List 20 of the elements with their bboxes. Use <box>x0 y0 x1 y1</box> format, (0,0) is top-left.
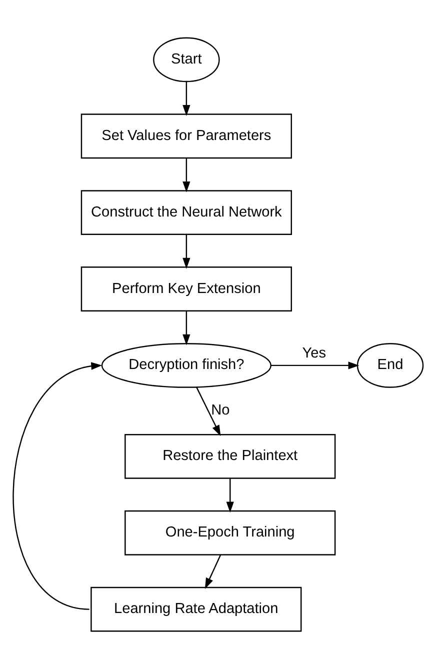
node-ellipse: Start <box>153 37 220 82</box>
arrow <box>204 554 221 589</box>
arrow <box>182 311 190 346</box>
node-ellipse: Decryption finish? <box>101 343 272 388</box>
arrow <box>12 362 102 610</box>
arrow <box>196 386 221 436</box>
node-box: Restore the Plaintext <box>124 434 336 479</box>
edge-label: Yes <box>302 346 326 362</box>
node-box: Set Values for Parameters <box>80 114 292 159</box>
node-box: Construct the Neural Network <box>80 190 292 236</box>
arrow <box>182 158 190 192</box>
arrow <box>271 362 360 370</box>
node-box: Learning Rate Adaptation <box>90 586 302 632</box>
node-ellipse: End <box>356 343 424 388</box>
edge-label: No <box>211 402 230 419</box>
node-box: Perform Key Extension <box>80 266 292 312</box>
node-box: One-Epoch Training <box>124 510 336 556</box>
arrow <box>182 82 190 116</box>
arrow <box>226 478 234 513</box>
arrow <box>182 234 190 269</box>
